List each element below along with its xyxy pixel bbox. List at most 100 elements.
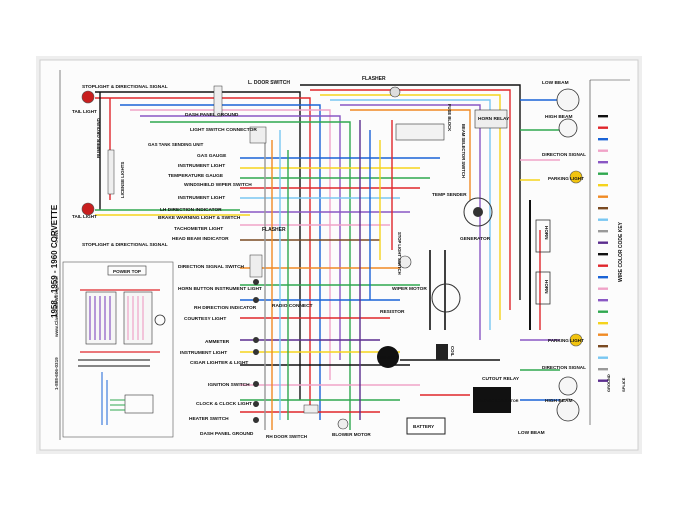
label-head-beam-indicator: HEAD BEAM INDICATOR xyxy=(172,236,229,242)
label-blower-motor: BLOWER MOTOR xyxy=(332,432,371,437)
color-key-swatch xyxy=(598,241,608,244)
label-brake-warning: BRAKE WARNING LIGHT & SWITCH xyxy=(158,215,241,221)
color-key-swatch xyxy=(598,161,608,164)
label-instrument-light-1: INSTRUMENT LIGHT xyxy=(178,163,225,169)
color-key-swatch xyxy=(598,356,608,359)
color-key-swatch xyxy=(598,322,608,325)
label-bumper-ground: BUMPER GROUND xyxy=(96,118,101,158)
wire-harness xyxy=(95,84,560,430)
label-high-beam-bottom: HIGH BEAM xyxy=(545,398,572,404)
power-top-inset: POWER TOP xyxy=(62,261,174,438)
high-beam-top-lamp xyxy=(558,118,578,138)
label-resistor: RESISTOR xyxy=(380,309,405,315)
label-parking-light-top: PARKING LIGHT xyxy=(548,176,584,181)
label-tachometer-light: TACHOMETER LIGHT xyxy=(174,226,223,232)
license-light-box xyxy=(107,149,115,195)
color-key-swatch xyxy=(598,253,608,256)
poster-copyright: © 2016 xyxy=(54,229,59,243)
label-coil: COIL xyxy=(450,346,455,357)
voltage-regulator-box xyxy=(473,387,511,413)
coil-body xyxy=(436,344,448,360)
color-key-swatch xyxy=(598,195,608,198)
label-cigar-lighter: CIGAR LIGHTER & LIGHT xyxy=(190,360,248,366)
label-starter: STARTER xyxy=(380,355,399,360)
label-windshield-wiper: WINDSHIELD WIPER SWITCH xyxy=(184,182,252,188)
label-gas-tank: GAS TANK SENDING UNIT xyxy=(148,142,204,147)
label-instrument-light-3: INSTRUMENT LIGHT xyxy=(180,350,227,356)
distributor-body xyxy=(431,283,461,313)
horn-relay-box xyxy=(474,109,508,129)
label-temp-sender: TEMP SENDER xyxy=(432,192,467,198)
label-stoplight-top: STOPLIGHT & DIRECTIONAL SIGNAL xyxy=(82,84,168,90)
high-beam-bottom-lamp xyxy=(558,376,578,396)
poster-title: 1958 - 1959 - 1960 CORVETTE xyxy=(50,204,59,318)
horn-1-body xyxy=(535,219,551,253)
label-dash-panel-ground-top: DASH PANEL GROUND xyxy=(185,112,239,118)
color-key-ground: GROUND xyxy=(606,374,611,392)
label-license-lights: LICENSE LIGHTS xyxy=(120,162,125,198)
color-key-swatch xyxy=(598,149,608,152)
label-rh-direction: RH DIRECTION INDICATOR xyxy=(194,305,257,311)
tail-light-top-lamp xyxy=(81,90,95,104)
label-battery: BATTERY xyxy=(413,424,434,429)
color-key-swatch xyxy=(598,333,608,336)
label-stop-light-switch: STOP LIGHT SWITCH xyxy=(397,232,402,275)
label-fuse-block: FUSE BLOCK xyxy=(447,104,452,131)
generator-body xyxy=(463,197,493,227)
color-key-splice: SPLICE xyxy=(621,377,626,392)
low-beam-bottom-lamp xyxy=(556,398,580,422)
label-radio-connect: RADIO CONNECT xyxy=(272,303,313,309)
fuse-block-box xyxy=(395,123,445,141)
color-key-title: WIRE COLOR CODE KEY xyxy=(618,221,624,282)
flasher-top-can xyxy=(389,86,401,98)
color-key-swatch xyxy=(598,264,608,267)
label-low-beam-top: LOW BEAM xyxy=(542,80,569,86)
color-key-swatch xyxy=(598,379,608,382)
label-tail-top: TAIL LIGHT xyxy=(72,109,97,114)
label-lh-direction: LH DIRECTION INDICATOR xyxy=(160,207,222,213)
label-horn-1: HORN xyxy=(544,226,549,240)
label-high-beam-top: HIGH BEAM xyxy=(545,114,572,120)
label-wiper-motor: WIPER MOTOR xyxy=(392,286,427,292)
color-key-swatch xyxy=(598,230,608,233)
color-key-swatch xyxy=(598,287,608,290)
color-key-swatch xyxy=(598,184,608,187)
label-beam-selector: BEAM SELECTOR SWITCH xyxy=(461,124,466,178)
color-key-swatch xyxy=(598,310,608,313)
label-heater-switch: HEATER SWITCH xyxy=(189,416,229,422)
poster-website: www.ClassicCarWiring.com xyxy=(54,276,59,338)
color-key-swatch xyxy=(598,299,608,302)
label-horn-2: HORN xyxy=(544,280,549,294)
label-l-door-switch: L. DOOR SWITCH xyxy=(248,80,290,86)
label-cutout-relay: CUTOUT RELAY xyxy=(482,376,520,382)
starter-body xyxy=(377,346,399,368)
battery-box xyxy=(406,417,446,435)
label-dash-panel-ground-bottom: DASH PANEL GROUND xyxy=(200,431,254,437)
color-key-swatch xyxy=(598,115,608,118)
label-direction-signal-top: DIRECTION SIGNAL xyxy=(542,152,586,157)
color-key-swatch xyxy=(598,276,608,279)
horn-2-body xyxy=(535,271,551,305)
color-key-swatch xyxy=(598,126,608,129)
color-key-swatch xyxy=(598,207,608,210)
label-courtesy-light: COURTESY LIGHT xyxy=(184,316,226,322)
label-tail-bottom: TAIL LIGHT xyxy=(72,214,97,219)
label-ammeter: AMMETER xyxy=(205,339,230,345)
label-temperature-gauge: TEMPERATURE GAUGE xyxy=(168,173,224,179)
color-key-swatch xyxy=(598,172,608,175)
label-clock: CLOCK & CLOCK LIGHT xyxy=(196,401,252,407)
label-voltage-regulator: VOLTAGE REGULATOR xyxy=(476,399,519,403)
label-flasher-mid: FLASHER xyxy=(262,227,286,233)
parking-light-bottom-lamp xyxy=(569,333,583,347)
label-gas-gauge: GAS GAUGE xyxy=(197,153,227,159)
label-generator: GENERATOR xyxy=(460,236,491,242)
label-direction-signal-switch: DIRECTION SIGNAL SWITCH xyxy=(178,264,245,270)
label-parking-light-bottom: PARKING LIGHT xyxy=(548,338,584,343)
components xyxy=(81,85,583,435)
parking-light-top-lamp xyxy=(569,170,583,184)
label-ignition-switch: IGNITION SWITCH xyxy=(208,382,250,388)
label-rh-door-switch: RH DOOR SWITCH xyxy=(266,434,308,439)
label-stoplight-bottom: STOPLIGHT & DIRECTIONAL SIGNAL xyxy=(82,242,168,248)
low-beam-top-lamp xyxy=(556,88,580,112)
